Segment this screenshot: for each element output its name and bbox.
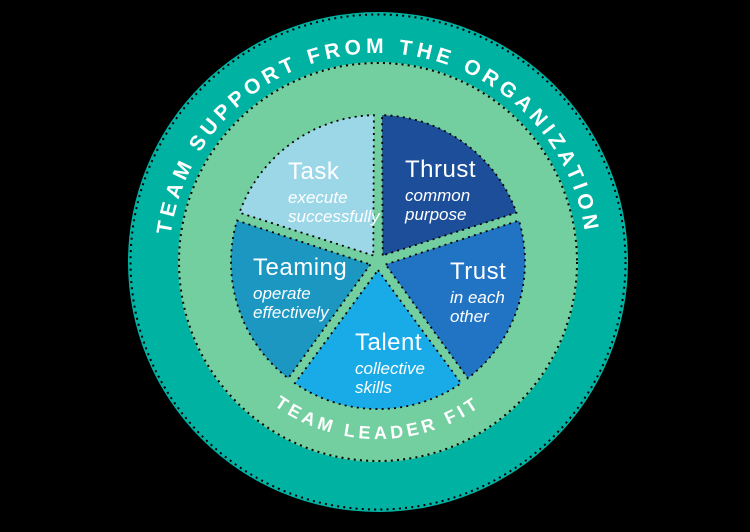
segment-title-teaming: Teaming	[253, 254, 348, 281]
segment-subtitle-trust: in each other	[450, 287, 505, 327]
segment-subtitle-thrust: common purpose	[405, 185, 471, 225]
segment-subtitle-talent: collective skills	[355, 358, 425, 398]
segment-trust-wedge	[384, 219, 526, 380]
segment-teaming-wedge	[230, 219, 372, 380]
segment-talent-wedge	[293, 268, 463, 410]
segment-label-trust: Trust in each other	[450, 258, 520, 327]
middle-ring-dotted-border	[178, 62, 578, 462]
segment-title-trust: Trust	[450, 258, 507, 285]
segment-title-talent: Talent	[355, 329, 423, 356]
segment-subtitle-teaming: operate effectively	[253, 283, 329, 323]
outer-ring-dotted-border	[129, 13, 627, 511]
segment-thrust-wedge	[381, 114, 518, 257]
segment-title-thrust: Thrust	[405, 156, 477, 183]
segment-label-thrust: Thrust common purpose	[405, 156, 485, 225]
segment-task-wedge	[238, 114, 375, 257]
segment-label-teaming: Teaming operate effectively	[253, 254, 348, 323]
segment-subtitle-task: execute successfully	[288, 187, 380, 227]
segment-title-task: Task	[288, 158, 340, 185]
segment-label-talent: Talent collective skills	[355, 329, 440, 398]
segment-label-task: Task execute successfully	[288, 158, 393, 227]
